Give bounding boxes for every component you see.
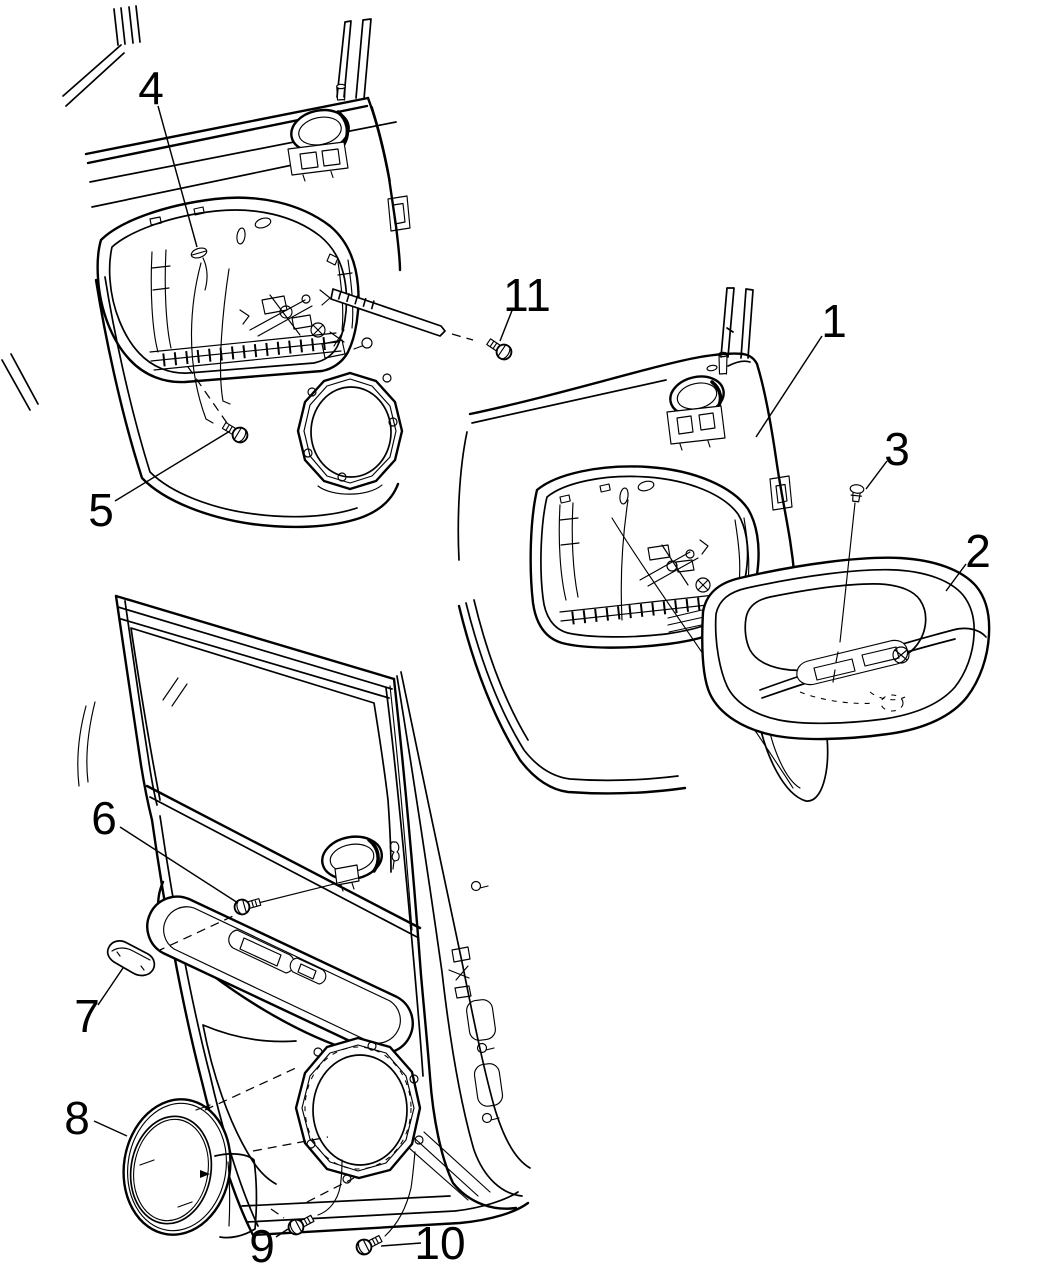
lock-post	[336, 83, 346, 101]
screw-9-icon	[285, 1210, 317, 1238]
callout-label-9: 9	[249, 1220, 275, 1272]
latch-striker-scribble	[448, 946, 472, 999]
screw-9-guide-line	[317, 1159, 343, 1216]
window-channel-bracket	[330, 288, 446, 337]
rear-door-inner-panel-view	[1, 5, 516, 529]
mirror-corner-lines	[77, 701, 96, 787]
callout-leader-2	[945, 563, 967, 592]
callout-layer: 1 2 3 4 5 6 7 8 9 10 11	[64, 62, 991, 1272]
callout-label-2: 2	[965, 525, 991, 577]
screw-6-to-handle-line	[249, 877, 359, 906]
door-glass	[130, 627, 392, 873]
opening-rim-tabs	[149, 206, 339, 266]
callout-leader-10	[380, 1242, 422, 1247]
belt-sill-line	[145, 784, 422, 930]
callout-leader-1	[755, 335, 823, 438]
door-handle-cup	[666, 375, 726, 451]
screw-5-alignment-dash	[185, 363, 228, 424]
window-sash	[720, 287, 754, 359]
screw-6-icon	[231, 893, 263, 918]
pull-cup-alignment-dash	[159, 909, 247, 951]
callout-label-7: 7	[74, 990, 100, 1042]
door-right-edge	[741, 352, 798, 614]
callout-leader-9	[275, 1228, 289, 1238]
callout-leader-3	[865, 460, 888, 490]
door-top-edge	[468, 352, 745, 416]
callout-leader-4	[157, 105, 198, 248]
map-pocket	[202, 1024, 297, 1185]
callout-label-6: 6	[91, 792, 117, 844]
window-frame-left	[114, 594, 154, 822]
hidden-edge-dashes	[799, 691, 906, 704]
screw-10-guide-line	[384, 1151, 416, 1237]
front-door-trim-view	[77, 594, 531, 1258]
callout-leader-8	[93, 1120, 128, 1137]
callout-label-10: 10	[414, 1217, 465, 1269]
callout-label-11: 11	[503, 269, 551, 321]
retainer-clip	[190, 247, 208, 291]
belt-lines	[89, 121, 397, 208]
door-shut-face-pillar	[385, 671, 531, 1210]
push-pin-fastener	[832, 484, 865, 683]
pull-cup-handle	[106, 940, 156, 977]
trim-texture-lines	[667, 609, 707, 633]
screw-11-alignment-dash	[451, 333, 474, 341]
door-lower-edges	[94, 278, 400, 529]
door-handle-cup	[287, 108, 350, 182]
screw-11-icon	[483, 334, 516, 364]
latch-detail	[387, 195, 411, 232]
callout-leader-11	[499, 307, 514, 342]
trim-lower-left-edge	[457, 604, 687, 795]
door-handle-cup	[321, 835, 383, 892]
glass-reflection-ticks	[162, 677, 188, 707]
speaker-mount-ring	[296, 337, 404, 495]
callout-leader-5	[114, 430, 231, 502]
callout-leader-6	[119, 826, 239, 904]
callout-label-1: 1	[821, 295, 847, 347]
window-sash-left	[113, 5, 141, 46]
boot-alignment-dashes	[204, 1066, 329, 1152]
window-frame-top	[114, 594, 396, 681]
armrest	[146, 880, 414, 1056]
opening-rim-tabs	[559, 480, 655, 505]
latch-detail	[769, 475, 793, 511]
push-pin-shaft-line	[832, 502, 856, 683]
inner-panel-opening	[96, 196, 360, 384]
callout-label-8: 8	[64, 1092, 90, 1144]
screw-10-icon	[353, 1231, 385, 1258]
lock-switch-bezel	[289, 957, 327, 985]
trim-left-edge	[150, 818, 530, 1237]
rear-door-trim-view	[457, 287, 991, 802]
armrest-switch-bezel-part	[701, 556, 991, 741]
lock-knob-icon	[389, 841, 400, 870]
callout-label-4: 4	[138, 62, 164, 114]
window-sash-right	[336, 18, 372, 100]
screw-5-icon	[219, 418, 252, 447]
callout-label-5: 5	[88, 484, 114, 536]
callout-leader-7	[97, 967, 124, 1006]
latch-rods	[190, 262, 231, 424]
switch-openings	[813, 646, 900, 681]
door-speaker	[294, 1036, 424, 1184]
callout-label-3: 3	[884, 423, 910, 475]
speaker-boot	[122, 1098, 258, 1239]
body-background-lines	[1, 44, 125, 411]
